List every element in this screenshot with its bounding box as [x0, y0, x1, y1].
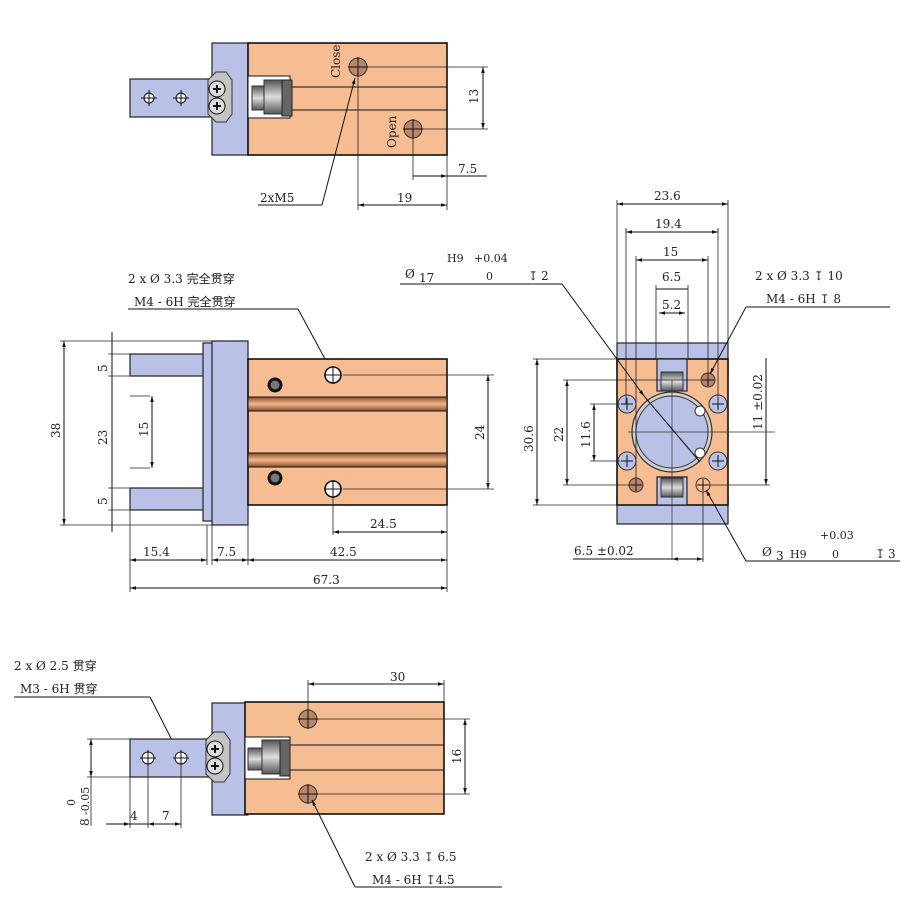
open-port-label: Open: [385, 115, 399, 148]
svg-text:H9: H9: [447, 252, 464, 265]
bottom-view: 2 x Ø 2.5 贯穿 M3 - 6H 贯穿: [14, 658, 502, 888]
bottom-callout2-line2: M4 - 6H ↧4.5: [372, 873, 455, 887]
dim-width-15: 15: [663, 245, 678, 259]
top-view: Close Open 13 7.5 19 2xM5: [129, 42, 488, 210]
dim-open-offset: 7.5: [458, 162, 477, 176]
close-port-label: Close: [329, 44, 343, 78]
dim-jaw-gap: 23: [96, 430, 110, 445]
flange-plate: [211, 340, 249, 526]
svg-text:0: 0: [832, 548, 839, 561]
svg-text:3: 3: [776, 549, 784, 563]
svg-text:+0.03: +0.03: [820, 529, 854, 542]
dim-height-22: 22: [552, 427, 566, 442]
dim-height-306: 30.6: [522, 425, 536, 452]
dim-port-spacing: 13: [467, 89, 481, 104]
svg-text:+0.04: +0.04: [474, 252, 508, 265]
dim-hole-x: 30: [390, 670, 405, 684]
port-open: [403, 119, 423, 139]
dim-hole-spacing: 24: [473, 424, 487, 440]
svg-text:0: 0: [486, 270, 493, 283]
svg-text:3: 3: [888, 547, 896, 561]
dim-jaw-length: 15.4: [143, 545, 170, 559]
svg-text:M4 - 6H ↧ 8: M4 - 6H ↧ 8: [766, 292, 841, 306]
dim-total-height: 38: [49, 423, 63, 438]
end-view: 23.6 19.4 15 6.5 5.2 30.6 22 11.6 11 ±0.…: [400, 189, 900, 563]
upper-jaw: [129, 353, 207, 377]
piston-rod: [251, 79, 293, 117]
dim-jaw-hole-1: 4: [130, 809, 138, 823]
dim-width-194: 19.4: [655, 217, 682, 231]
guide-groove: [247, 452, 448, 468]
svg-text:2: 2: [541, 269, 549, 283]
screw-icon: [208, 80, 226, 115]
dim-jaw-hole-2: 7: [162, 809, 170, 823]
lower-jaw: [129, 487, 207, 511]
svg-text:Ø: Ø: [405, 267, 415, 281]
jaw-hole: [140, 750, 189, 766]
guide-groove: [247, 396, 448, 412]
svg-text:Ø: Ø: [762, 545, 772, 559]
dim-jaw-bottom: 5: [96, 497, 110, 505]
port-thread-callout: 2xM5: [260, 191, 294, 205]
bottom-callout-line1: 2 x Ø 2.5 贯穿: [14, 658, 97, 673]
dim-flange: 7.5: [217, 545, 236, 559]
screw-block: [207, 71, 233, 123]
svg-text:2 x Ø 3.3 ↧ 10: 2 x Ø 3.3 ↧ 10: [755, 269, 843, 283]
dim-overall-length: 67.3: [313, 573, 340, 587]
side-view: 2 x Ø 3.3 完全贯穿 M4 - 6H 完全贯穿 38 5: [49, 271, 494, 592]
dim-pin-horizontal: 6.5 ±0.02: [574, 544, 634, 558]
side-callout-line1: 2 x Ø 3.3 完全贯穿: [128, 271, 235, 286]
dim-slot-52: 5.2: [662, 298, 681, 312]
jaw-hole-2: [173, 90, 189, 106]
bottom-callout2-line1: 2 x Ø 3.3 ↧ 6.5: [365, 850, 457, 864]
svg-text:↧: ↧: [528, 269, 538, 283]
dim-jaw-width-tol-upper: 0: [65, 799, 78, 806]
dim-height-116: 11.6: [579, 421, 593, 448]
svg-text:↧: ↧: [875, 547, 885, 561]
dim-pin-vertical: 11 ±0.02: [751, 374, 765, 430]
bottom-callout-line2: M3 - 6H 贯穿: [20, 681, 98, 696]
gripper-body: [244, 701, 445, 815]
svg-text:H9: H9: [790, 548, 807, 561]
piston-rod: [247, 739, 291, 777]
svg-text:17: 17: [419, 271, 434, 285]
dim-hole-offset: 24.5: [370, 517, 397, 531]
jaw-hole-1: [141, 90, 157, 106]
dim-close-offset: 19: [397, 191, 412, 205]
dim-jaw-top: 5: [96, 364, 110, 372]
port-close: [348, 57, 368, 77]
dim-jaw-width-tol-lower: -0.05: [79, 787, 92, 815]
bore-callout: Ø 17 H9 +0.04 0 ↧ 2: [400, 252, 701, 463]
mount-hole: [324, 366, 342, 498]
screw-icon: [206, 740, 224, 775]
dim-jaw-width: 8: [78, 818, 92, 826]
pin-callout: +0.03 Ø 3 H9 0 ↧ 3: [705, 489, 900, 563]
mount-hole: [298, 709, 318, 804]
dim-body-length: 42.5: [330, 545, 357, 559]
dim-hole-spacing: 16: [450, 749, 464, 764]
mount-callout: 2 x Ø 3.3 ↧ 10 M4 - 6H ↧ 8: [709, 269, 890, 375]
dim-width-outer: 23.6: [654, 189, 681, 203]
screw-head: [267, 377, 283, 486]
dim-jaw-inner: 15: [137, 422, 151, 437]
side-callout-line2: M4 - 6H 完全贯穿: [134, 294, 236, 309]
end-mount-hole: [617, 394, 728, 471]
dim-slot-65: 6.5: [662, 270, 681, 284]
